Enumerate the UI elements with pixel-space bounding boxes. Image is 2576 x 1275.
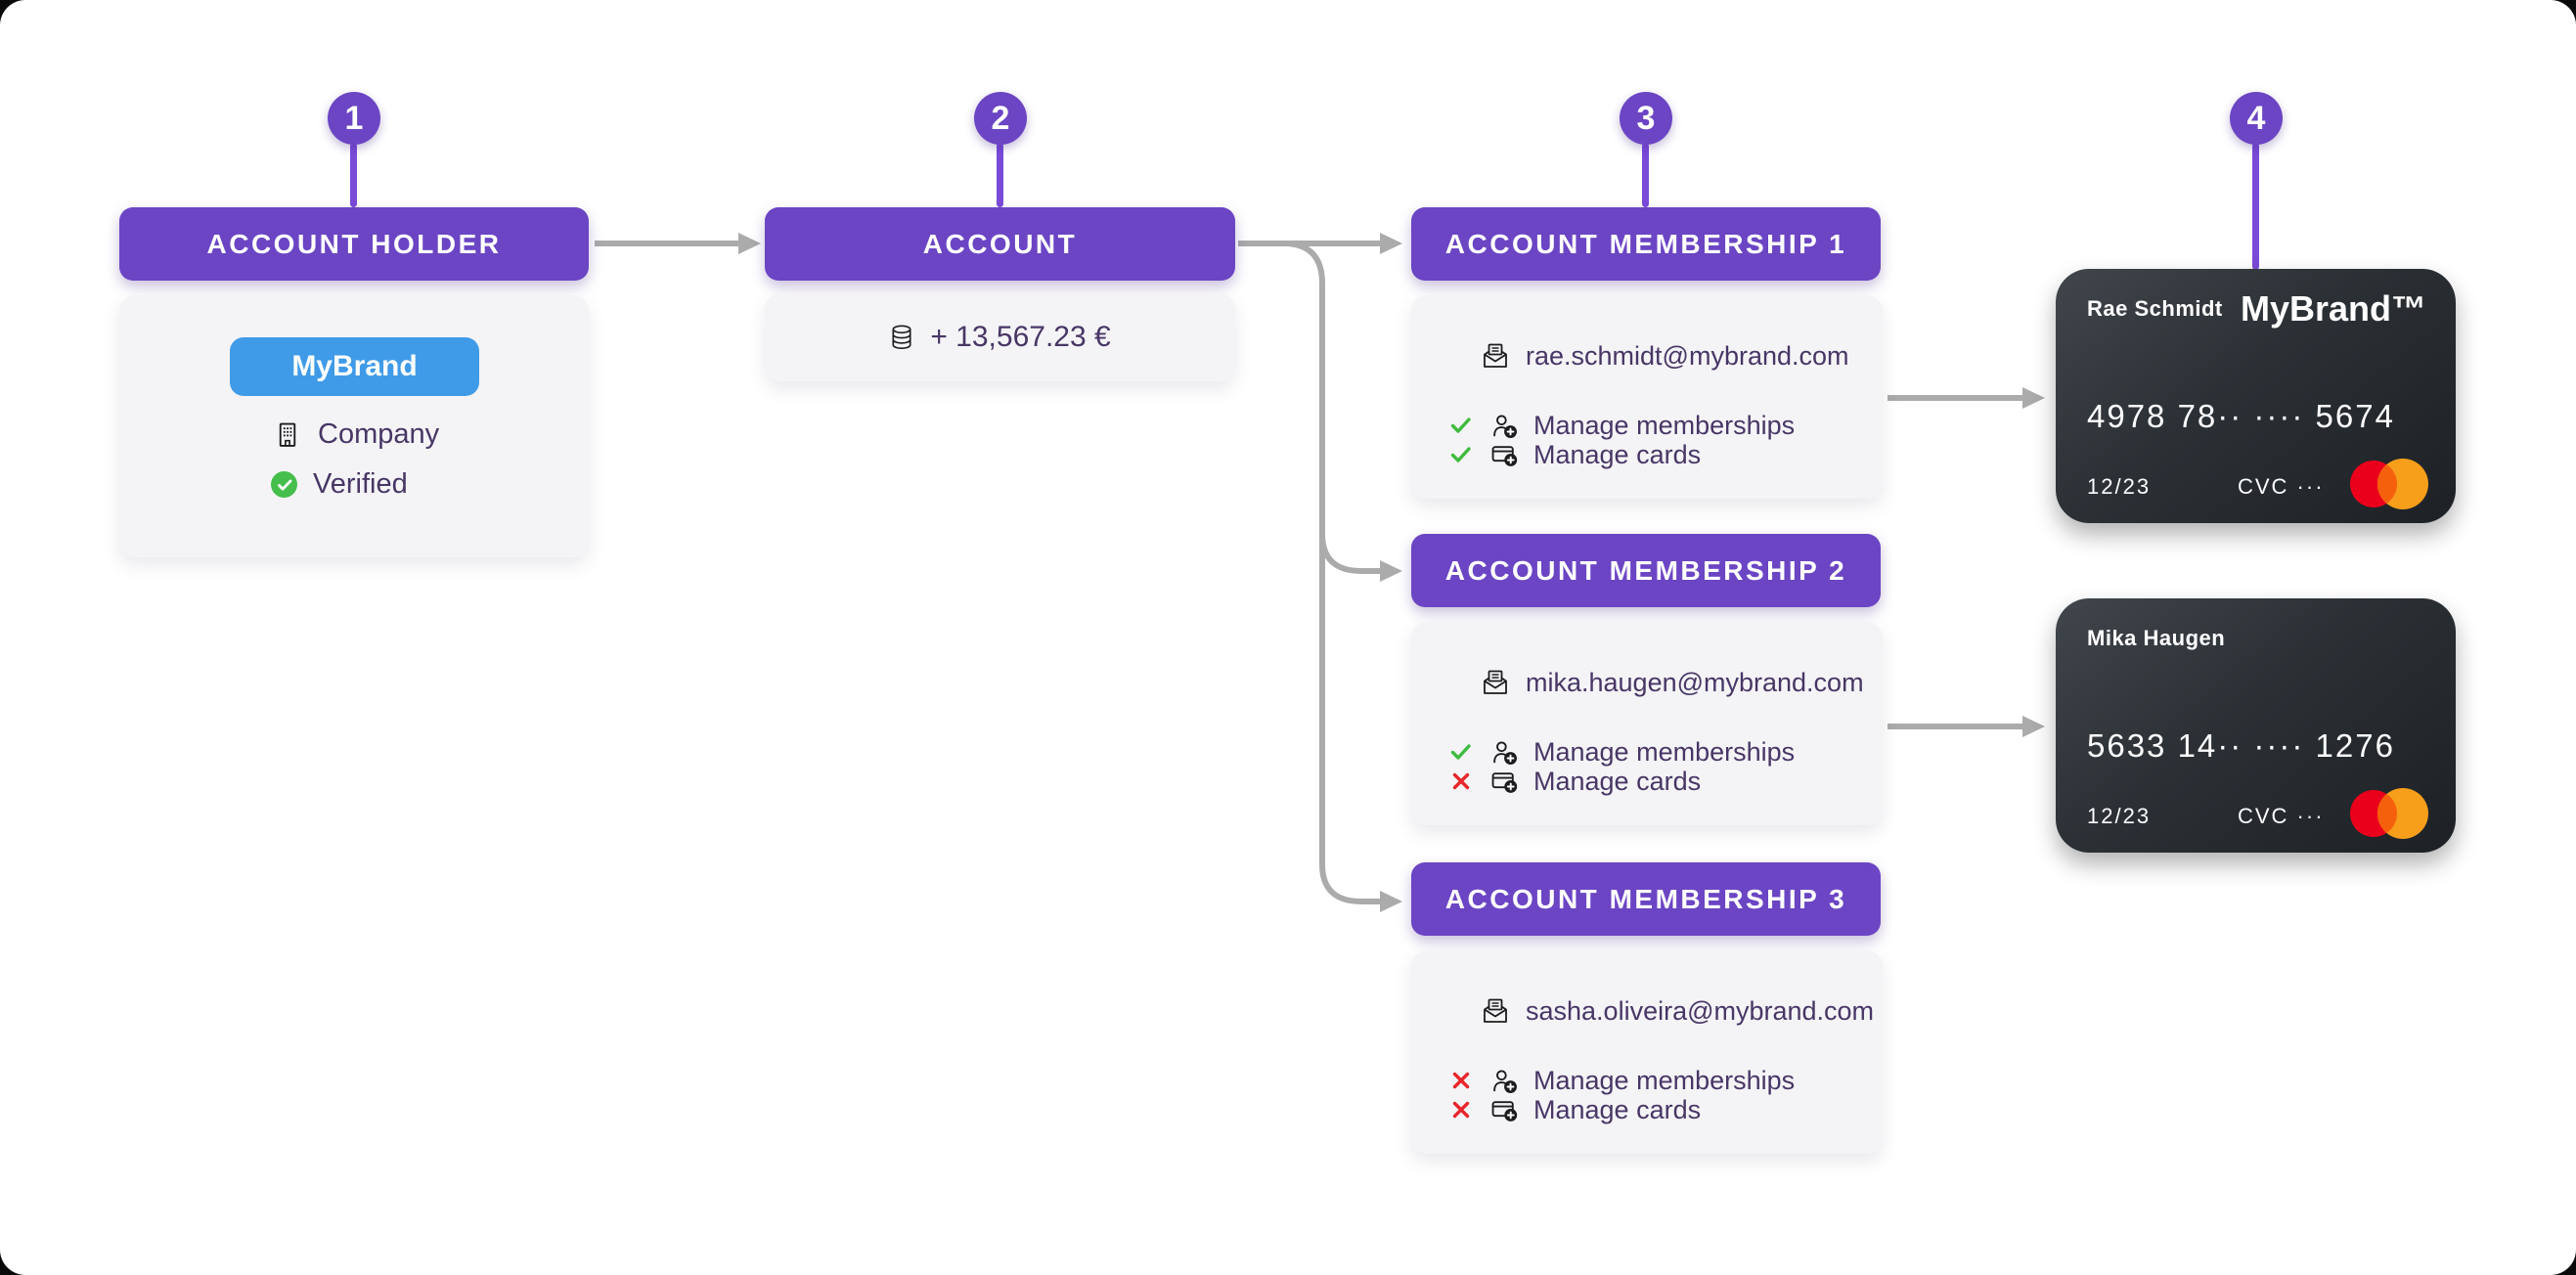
membership-1-permission-row: Manage cards [1448, 440, 1701, 469]
mail-icon [1481, 341, 1510, 371]
card-cvc: CVC ··· [2238, 804, 2325, 828]
arrow-account-to-membership2 [1319, 533, 1402, 582]
allowed-check-icon [1448, 442, 1474, 467]
building-icon [275, 421, 300, 448]
account-title: ACCOUNT [922, 228, 1078, 259]
membership-2-email: mika.haugen@mybrand.com [1526, 668, 1864, 697]
membership-3-title: ACCOUNT MEMBERSHIP 3 [1444, 883, 1847, 914]
balance-row: + 13,567.23 € [765, 293, 1235, 381]
membership-1-title: ACCOUNT MEMBERSHIP 1 [1444, 228, 1847, 259]
denied-x-icon [1448, 1097, 1474, 1122]
step-3-stem [1642, 143, 1649, 207]
manage-memberships-icon [1491, 739, 1518, 766]
account-balance-card: + 13,567.23 € [765, 293, 1235, 381]
manage-memberships-icon [1491, 413, 1518, 439]
card-expiry: 12/23 [2087, 804, 2152, 828]
mail-icon [1481, 668, 1510, 697]
membership-1-email: rae.schmidt@mybrand.com [1526, 341, 1849, 371]
membership-1-email-row: rae.schmidt@mybrand.com [1481, 340, 1849, 372]
account-holder-title-bar: ACCOUNT HOLDER [119, 207, 589, 281]
manage-cards-icon [1491, 442, 1518, 468]
entity-type-label: Company [318, 418, 440, 450]
step-4-marker: 4 [2230, 92, 2283, 145]
card-brand-logo: MyBrand™ [2240, 288, 2426, 329]
membership-2-email-row: mika.haugen@mybrand.com [1481, 667, 1864, 698]
step-2-marker: 2 [974, 92, 1027, 145]
permission-label: Manage cards [1533, 1095, 1702, 1124]
account-holder-title: ACCOUNT HOLDER [206, 228, 502, 259]
step-2-stem [997, 143, 1003, 207]
step-4-stem [2252, 143, 2259, 270]
entity-type-row: Company [275, 418, 439, 451]
account-title-bar: ACCOUNT [765, 207, 1235, 281]
denied-x-icon [1448, 1068, 1474, 1093]
credit-card-1: Rae Schmidt MyBrand™ 4978 78·· ···· 5674… [2056, 269, 2456, 523]
step-4-number: 4 [2246, 99, 2266, 137]
mail-icon [1481, 996, 1510, 1026]
membership-1-permission-row: Manage memberships [1448, 411, 1795, 440]
membership-1-title-bar: ACCOUNT MEMBERSHIP 1 [1411, 207, 1881, 281]
balance-amount: + 13,567.23 € [930, 321, 1111, 353]
permission-label: Manage cards [1533, 440, 1702, 469]
card-holder-name: Rae Schmidt [2087, 296, 2223, 321]
step-1-stem [350, 143, 357, 207]
card-expiry: 12/23 [2087, 474, 2152, 499]
step-2-number: 2 [991, 99, 1010, 137]
membership-3-email-row: sasha.oliveira@mybrand.com [1481, 995, 1874, 1027]
membership-2-permission-row: Manage memberships [1448, 737, 1795, 767]
card-cvc: CVC ··· [2238, 474, 2325, 499]
membership-3-card: sasha.oliveira@mybrand.com Manage member… [1411, 950, 1883, 1154]
membership-1-card: rae.schmidt@mybrand.com Manage membershi… [1411, 295, 1883, 499]
denied-x-icon [1448, 769, 1474, 794]
allowed-check-icon [1448, 739, 1474, 765]
verified-icon [271, 471, 297, 498]
membership-3-email: sasha.oliveira@mybrand.com [1526, 996, 1875, 1026]
mastercard-logo-icon [2350, 788, 2428, 839]
manage-cards-icon [1491, 769, 1518, 795]
membership-3-permission-row: Manage cards [1448, 1095, 1701, 1124]
permission-label: Manage memberships [1533, 1066, 1796, 1095]
membership-2-card: mika.haugen@mybrand.com Manage membershi… [1411, 622, 1883, 825]
membership-2-permission-row: Manage cards [1448, 767, 1701, 796]
card-number: 4978 78·· ···· 5674 [2087, 398, 2395, 434]
coins-icon [889, 324, 914, 352]
mastercard-logo-icon [2350, 459, 2428, 509]
membership-3-permission-row: Manage memberships [1448, 1066, 1795, 1095]
permission-label: Manage memberships [1533, 737, 1796, 767]
membership-3-title-bar: ACCOUNT MEMBERSHIP 3 [1411, 862, 1881, 936]
step-3-marker: 3 [1620, 92, 1672, 145]
manage-memberships-icon [1491, 1068, 1518, 1094]
permission-label: Manage cards [1533, 767, 1702, 796]
allowed-check-icon [1448, 413, 1474, 438]
step-3-number: 3 [1636, 99, 1656, 137]
card-holder-name: Mika Haugen [2087, 626, 2226, 650]
verified-row: Verified [271, 468, 408, 501]
credit-card-2: Mika Haugen 5633 14·· ···· 1276 12/23 CV… [2056, 598, 2456, 853]
permission-label: Manage memberships [1533, 411, 1796, 440]
membership-2-title: ACCOUNT MEMBERSHIP 2 [1444, 554, 1847, 586]
arrow-account-to-membership3 [1286, 241, 1402, 912]
verified-label: Verified [313, 468, 408, 500]
card-number: 5633 14·· ···· 1276 [2087, 727, 2395, 764]
manage-cards-icon [1491, 1097, 1518, 1123]
membership-2-title-bar: ACCOUNT MEMBERSHIP 2 [1411, 534, 1881, 607]
account-holder-card: MyBrand Company Verified [119, 295, 589, 557]
brand-badge: MyBrand [230, 337, 479, 396]
brand-badge-label: MyBrand [291, 350, 418, 382]
step-1-number: 1 [344, 99, 364, 137]
step-1-marker: 1 [328, 92, 380, 145]
